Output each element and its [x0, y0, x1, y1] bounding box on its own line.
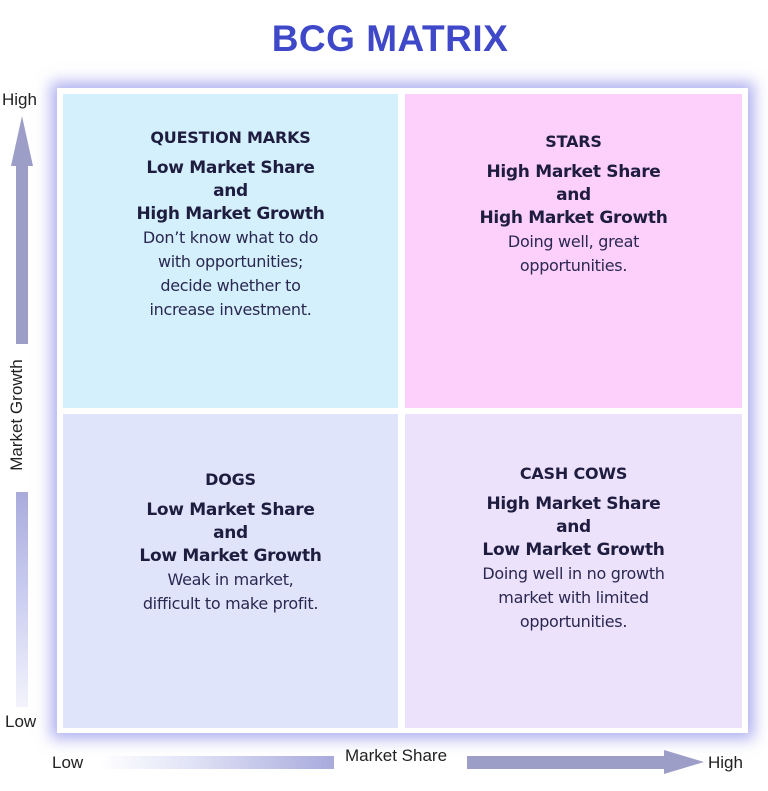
description-line: Weak in market, — [167, 570, 294, 589]
quadrant-description: Doing well in no growth market with limi… — [405, 562, 742, 634]
quadrant-title: CASH COWS — [519, 464, 628, 483]
description-line: Don’t know what to do — [142, 228, 319, 247]
quadrant-question-marks: QUESTION MARKS Low Market Share and High… — [63, 94, 398, 408]
quadrant-title: DOGS — [205, 470, 256, 489]
description-line: increase investment. — [149, 300, 312, 319]
quadrant-title: STARS — [545, 132, 602, 151]
x-axis-arrow-shaft — [467, 756, 667, 769]
description-line: decide whether to — [160, 276, 301, 295]
quadrant-condition: High Market Share and Low Market Growth — [405, 493, 742, 562]
description-line: Doing well, great — [507, 232, 640, 251]
condition-line: Low Market Growth — [139, 546, 322, 566]
condition-line: and — [213, 181, 248, 201]
quadrant-stars: STARS High Market Share and High Market … — [405, 94, 742, 408]
arrow-up-icon — [11, 116, 33, 166]
condition-line: and — [556, 517, 591, 537]
x-axis-low-label: Low — [52, 753, 84, 772]
quadrant-condition: Low Market Share and Low Market Growth — [63, 499, 398, 568]
condition-line: and — [213, 523, 248, 543]
condition-line: High Market Share — [486, 162, 661, 182]
quadrant-title: QUESTION MARKS — [150, 128, 311, 147]
quadrant-cash-cows: CASH COWS High Market Share and Low Mark… — [405, 414, 742, 728]
condition-line: High Market Growth — [479, 208, 668, 228]
quadrant-condition: Low Market Share and High Market Growth — [63, 157, 398, 226]
description-line: difficult to make profit. — [142, 594, 319, 613]
quadrant-dogs: DOGS Low Market Share and Low Market Gro… — [63, 414, 398, 728]
description-line: with opportunities; — [157, 252, 304, 271]
x-axis-high-label: High — [708, 753, 743, 772]
quadrant-condition: High Market Share and High Market Growth — [405, 161, 742, 230]
quadrant-description: Weak in market, difficult to make profit… — [63, 568, 398, 616]
description-line: Doing well in no growth — [482, 564, 665, 583]
condition-line: Low Market Growth — [482, 540, 665, 560]
page-title: BCG MATRIX — [271, 18, 509, 59]
description-line: market with limited — [498, 588, 649, 607]
x-axis-arrow-gradient — [100, 756, 334, 769]
arrow-right-icon — [664, 750, 704, 774]
y-axis-arrow-gradient — [16, 492, 28, 707]
condition-line: and — [556, 185, 591, 205]
y-axis-high-label: High — [2, 90, 37, 109]
condition-line: Low Market Share — [146, 158, 315, 178]
description-line: opportunities. — [519, 256, 628, 275]
y-axis-arrow-shaft — [16, 164, 28, 344]
y-axis-low-label: Low — [5, 712, 37, 731]
condition-line: Low Market Share — [146, 500, 315, 520]
y-axis-title: Market Growth — [7, 359, 26, 471]
bcg-matrix-grid: QUESTION MARKS Low Market Share and High… — [57, 88, 748, 733]
description-line: opportunities. — [519, 612, 628, 631]
condition-line: High Market Growth — [136, 204, 325, 224]
condition-line: High Market Share — [486, 494, 661, 514]
quadrant-description: Don’t know what to do with opportunities… — [63, 226, 398, 322]
quadrant-description: Doing well, great opportunities. — [405, 230, 742, 278]
x-axis-title: Market Share — [345, 746, 448, 765]
